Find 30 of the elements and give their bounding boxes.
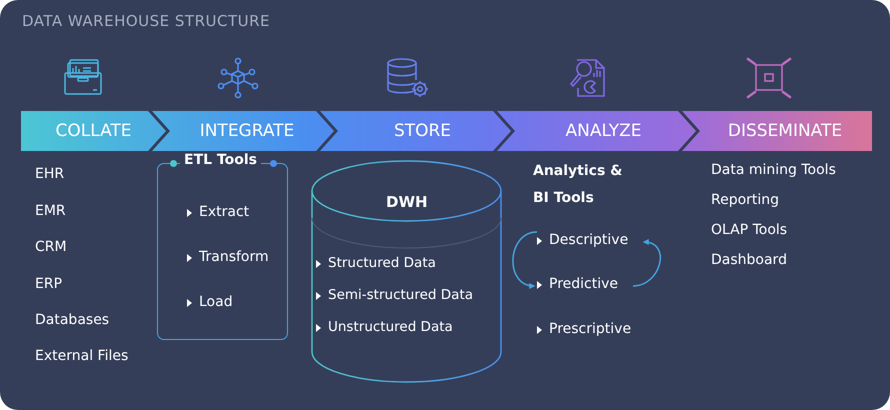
list-item: ERP <box>35 276 62 292</box>
section-heading: Analytics & BI Tools <box>533 162 624 208</box>
list-item: EHR <box>35 166 64 182</box>
list-item: Semi-structured Data <box>316 287 474 303</box>
list-item: Load <box>187 294 233 310</box>
chevron-step: DISSEMINATE <box>682 111 872 151</box>
list-item: OLAP Tools <box>711 222 788 238</box>
list-item: Predictive <box>537 276 631 296</box>
list-item: Prescriptive <box>537 321 632 337</box>
list-item: EMR <box>35 203 66 219</box>
list-item: Transform <box>187 249 269 265</box>
list-item: Dashboard <box>711 252 787 268</box>
list-item: Reporting <box>711 192 780 208</box>
list-item: Unstructured Data <box>316 319 453 335</box>
chevron-step: COLLATE <box>21 111 166 151</box>
database-cylinder <box>311 160 502 383</box>
chevron-step: STORE <box>320 111 511 151</box>
list-item: External Files <box>35 348 128 364</box>
diagram-title: DATA WAREHOUSE STRUCTURE <box>22 12 270 30</box>
list-item: Data mining Tools <box>711 162 836 178</box>
list-item: CRM <box>35 239 67 255</box>
chevron-step: ANALYZE <box>497 111 696 151</box>
chevron-step: INTEGRATE <box>152 111 334 151</box>
curved-arrow <box>632 240 661 287</box>
list-item: Extract <box>187 204 250 220</box>
database-title: DWH <box>386 193 428 211</box>
list-item: Structured Data <box>316 255 436 271</box>
curved-arrow <box>512 231 538 288</box>
list-item: Descriptive <box>537 232 641 252</box>
list-item: Databases <box>35 312 110 328</box>
